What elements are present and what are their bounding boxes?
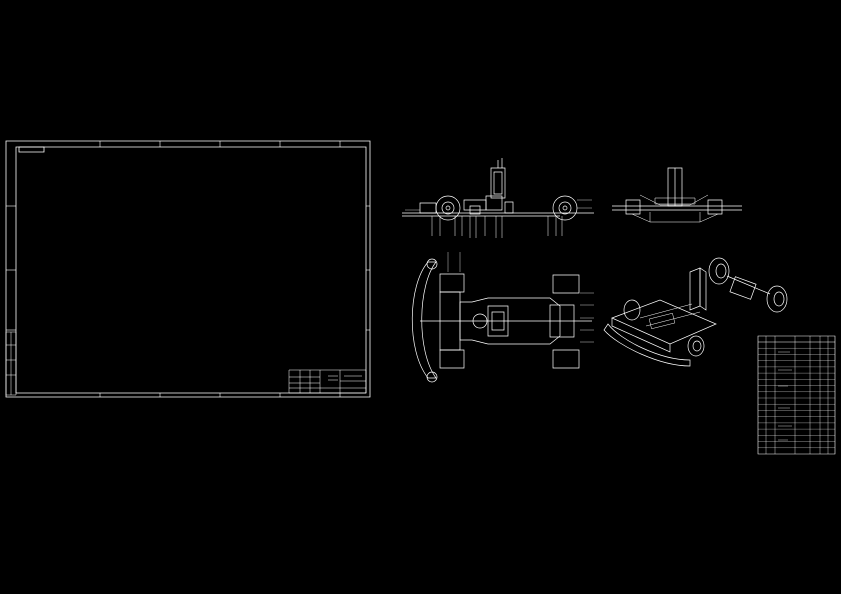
isometric-view[interactable] — [604, 258, 787, 366]
parts-list-row-marks — [778, 352, 792, 440]
iso-chassis-plate — [612, 300, 716, 344]
front-view-leader-lines — [405, 200, 592, 210]
parts-list-rows — [758, 348, 835, 448]
sheet-zone-ticks — [6, 141, 370, 397]
iso-rear-wheel-upper — [709, 258, 729, 284]
top-view-front-bumper — [412, 262, 436, 378]
front-view[interactable] — [402, 158, 594, 238]
top-view-leader-lines — [448, 252, 594, 342]
top-view-front-left-wheel — [440, 274, 464, 292]
iso-front-wheels — [624, 300, 704, 356]
front-view-left-wheel — [436, 196, 460, 220]
parts-list-border — [758, 336, 835, 454]
top-view-rear-axle-block — [550, 305, 574, 337]
top-view-front-right-wheel — [440, 350, 464, 368]
iso-front-bumper — [604, 324, 690, 366]
front-view-suspension-legs — [432, 216, 562, 238]
side-view[interactable] — [612, 168, 742, 222]
left-binding-strip — [6, 332, 16, 395]
front-view-column — [491, 158, 505, 198]
sheet-inner-border — [16, 147, 366, 393]
top-view-center-column — [488, 306, 508, 336]
iso-center-column — [690, 268, 706, 310]
top-view-rear-right-wheel — [553, 350, 579, 368]
top-view-center-pivot — [473, 314, 487, 328]
top-view[interactable] — [412, 252, 594, 382]
iso-rear-wheel-lower — [767, 286, 787, 312]
drawing-sheet[interactable] — [6, 141, 370, 397]
title-block — [289, 370, 366, 393]
iso-linkage — [640, 304, 700, 329]
front-view-mechanism — [420, 196, 513, 214]
side-view-linkage — [632, 195, 718, 222]
top-view-rear-left-wheel — [553, 275, 579, 293]
sheet-outer-border — [6, 141, 370, 397]
top-view-chassis-plate — [460, 298, 560, 344]
parts-list-table[interactable] — [758, 336, 835, 454]
sheet-code-box — [19, 147, 44, 152]
front-view-right-wheel — [553, 196, 577, 220]
parts-list-columns — [766, 336, 828, 454]
